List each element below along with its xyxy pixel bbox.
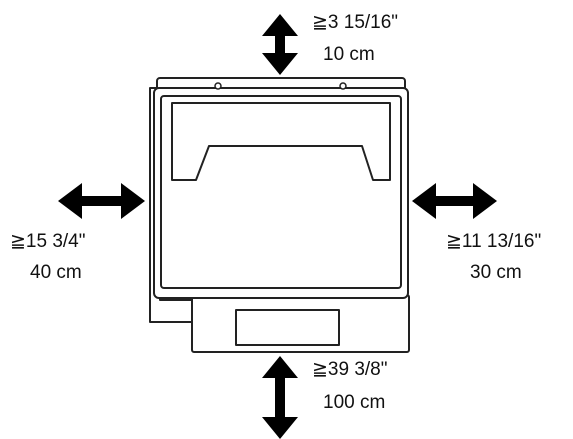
left-clearance-inches: ≧15 3/4" bbox=[10, 231, 86, 252]
printer-screws bbox=[214, 82, 347, 90]
bottom-clearance-arrow bbox=[262, 356, 298, 439]
output-tray bbox=[171, 102, 391, 181]
bottom-clearance-inches: ≧39 3/8" bbox=[312, 359, 388, 380]
bottom-clearance-cm: 100 cm bbox=[323, 392, 386, 413]
cassette-handle bbox=[235, 309, 340, 346]
screw-left bbox=[214, 82, 222, 90]
left-clearance-cm: 40 cm bbox=[30, 262, 82, 283]
top-clearance-cm: 10 cm bbox=[323, 44, 375, 65]
right-clearance-arrow bbox=[412, 183, 497, 219]
clearance-arrows bbox=[58, 14, 497, 439]
printer-outline bbox=[149, 77, 410, 353]
top-clearance-arrow bbox=[262, 14, 298, 75]
right-clearance-inches: ≧11 13/16" bbox=[446, 231, 542, 252]
left-clearance-arrow bbox=[58, 183, 145, 219]
top-clearance-inches: ≧3 15/16" bbox=[312, 12, 399, 33]
right-clearance-cm: 30 cm bbox=[470, 262, 522, 283]
screw-right bbox=[339, 82, 347, 90]
